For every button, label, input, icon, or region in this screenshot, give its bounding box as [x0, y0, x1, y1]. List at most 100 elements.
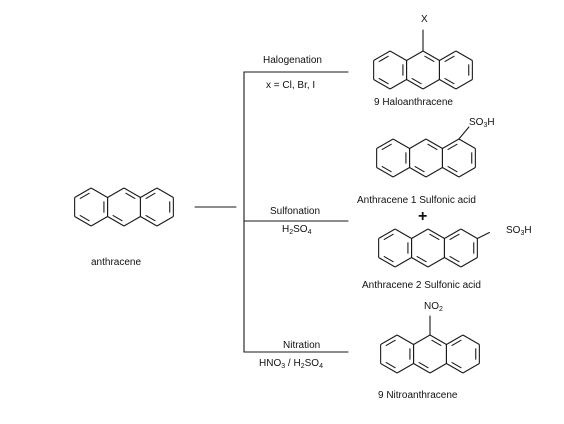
product-2-sulfonic-acid-structure-bond: [444, 257, 462, 268]
product-2-sulfonic-acid-structure-double-bond: [383, 255, 394, 263]
product-1-sulfonic-acid-structure-bond: [392, 138, 410, 149]
product-1-sulfonic-acid-structure-bond: [392, 167, 410, 178]
reaction-type-halogenation: Halogenation: [263, 55, 322, 66]
product-1-sulfonic-acid-structure-bond: [442, 138, 460, 149]
product-9-haloanthracene-structure-bond: [422, 79, 440, 90]
product-2-sulfonic-acid-structure-double-bond: [449, 233, 460, 241]
product-9-haloanthracene-structure-bond: [406, 50, 424, 61]
product-2-sulfonic-acid-structure-double-bond: [449, 255, 460, 263]
product-9-nitroanthracene-structure-bond: [413, 363, 431, 374]
product-9-haloanthracene-structure-double-bond: [424, 55, 435, 63]
product-1-sulfonic-acid-structure-bond: [458, 138, 476, 149]
product-2-sulfonic-acid-structure-bond: [378, 228, 396, 239]
product-9-haloanthracene-structure-bond: [389, 50, 407, 61]
reagent-halogenation: x = Cl, Br, I: [266, 80, 316, 91]
reaction-type-nitration: Nitration: [283, 340, 321, 351]
product-9-nitroanthracene-structure-bond: [380, 363, 398, 374]
product-9-nitroanthracene-structure-double-bond: [385, 361, 396, 369]
product-9-nitroanthracene-structure-bond: [462, 334, 480, 345]
product-9-nitroanthracene-structure-bond: [396, 363, 414, 374]
product-9-haloanthracene-structure-bond: [422, 50, 440, 61]
start-compound-label: anthracene: [91, 257, 142, 268]
product-9-nitroanthracene-structure-bond: [446, 363, 464, 374]
anthracene-structure-double-bond: [79, 214, 90, 222]
product-2-sulfonic-acid-structure-double-bond: [429, 233, 440, 241]
product-9-nitroanthracene-structure-bond: [396, 334, 414, 345]
product-9-haloanthracene-structure-double-bond: [411, 77, 422, 85]
anthracene-structure-double-bond: [125, 192, 136, 200]
product-1-sulfonic-acid-structure-bond: [409, 138, 427, 149]
product-9-haloanthracene-structure-bond: [389, 79, 407, 90]
anthracene-structure-bond: [123, 187, 141, 198]
anthracene-structure-bond: [140, 187, 158, 198]
product-9-nitroanthracene-structure-bond: [380, 334, 398, 345]
product-9-nitroanthracene-label: 9 Nitroanthracene: [378, 390, 458, 401]
product-1-sulfonic-acid-structure-bond: [376, 167, 394, 178]
product-9-nitroanthracene-structure-double-bond: [418, 361, 429, 369]
product-2-sulfonic-acid-structure-double-bond: [383, 233, 394, 241]
product-1-sulfonic-acid-structure-bond: [458, 167, 476, 178]
product-9-nitroanthracene-structure-double-bond: [431, 339, 442, 347]
product-1-sulfonic-acid-label: Anthracene 1 Sulfonic acid: [357, 195, 476, 206]
product-2-sulfonic-acid-structure-bond: [411, 257, 429, 268]
product-9-haloanthracene-structure-double-bond: [444, 77, 455, 85]
product-2-sulfonic-acid-structure-bond: [411, 228, 429, 239]
anthracene-structure-bond: [107, 187, 125, 198]
product-9-nitroanthracene-structure-bond: [413, 334, 431, 345]
anthracene-structure-bond: [123, 216, 141, 227]
reagent-nitration: HNO3 / H2SO4: [259, 358, 323, 370]
anthracene-structure-double-bond: [145, 192, 156, 200]
product-2-sulfonic-acid-structure-double-bond: [416, 255, 427, 263]
product-9-haloanthracene-structure-bond: [455, 79, 473, 90]
anthracene-structure-bond: [74, 216, 92, 227]
product-2-sulfonic-acid-structure-bond: [378, 257, 396, 268]
product-1-sulfonic-acid-structure-bond: [425, 138, 443, 149]
product-9-nitroanthracene-structure-double-bond: [451, 339, 462, 347]
product-9-nitroanthracene-structure-bond: [429, 363, 447, 374]
product-9-haloanthracene-structure-bond: [406, 79, 424, 90]
product-9-haloanthracene-structure-double-bond: [444, 55, 455, 63]
product-2-sulfonic-acid-structure-bond: [427, 228, 445, 239]
product-9-nitroanthracene-structure-bond: [429, 334, 447, 345]
product-2-sulfonic-acid-structure-bond: [427, 257, 445, 268]
product-2-sulfonic-acid-structure: [378, 228, 478, 268]
product-9-haloanthracene-structure-bond: [439, 50, 457, 61]
reagent-sulfonation: H2SO4: [282, 224, 312, 236]
anthracene-structure: [74, 187, 174, 227]
product-2-sulfonic-acid-structure-bond: [394, 228, 412, 239]
product-1-sulfonic-acid-structure-double-bond: [381, 165, 392, 173]
product-9-haloanthracene-structure-double-bond: [378, 55, 389, 63]
product-2-sulfonic-acid-structure-bond: [394, 257, 412, 268]
product-1-sulfonic-acid-structure-double-bond: [447, 165, 458, 173]
substituent-no2-label: NO2: [424, 301, 443, 313]
anthracene-structure-bond: [74, 187, 92, 198]
substituent-so3h-1-label: SO3H: [469, 117, 495, 129]
anthracene-structure-bond: [156, 216, 174, 227]
substituent-so3h-2-bond: [476, 231, 490, 240]
product-9-haloanthracene-structure-double-bond: [378, 77, 389, 85]
reaction-type-sulfonation: Sulfonation: [270, 206, 321, 217]
product-2-sulfonic-acid-structure-bond: [444, 228, 462, 239]
product-9-haloanthracene-structure-bond: [373, 50, 391, 61]
product-1-sulfonic-acid-structure-bond: [425, 167, 443, 178]
product-2-sulfonic-acid-structure-bond: [460, 257, 478, 268]
product-1-sulfonic-acid-structure-bond: [376, 138, 394, 149]
anthracene-structure-double-bond: [79, 192, 90, 200]
product-9-nitroanthracene-structure-double-bond: [451, 361, 462, 369]
substituent-so3h-1-bond: [458, 126, 470, 140]
product-1-sulfonic-acid-structure-double-bond: [414, 165, 425, 173]
anthracene-structure-bond: [140, 216, 158, 227]
product-9-haloanthracene-structure-bond: [439, 79, 457, 90]
anthracene-structure-double-bond: [112, 214, 123, 222]
substituent-so3h-2-label: SO3H: [506, 225, 532, 237]
anthracene-structure-bond: [90, 216, 108, 227]
product-9-haloanthracene-label: 9 Haloanthracene: [374, 97, 453, 108]
product-9-haloanthracene-structure-bond: [373, 79, 391, 90]
anthracene-structure-bond: [156, 187, 174, 198]
product-9-nitroanthracene-structure-bond: [462, 363, 480, 374]
anthracene-structure-bond: [107, 216, 125, 227]
product-9-nitroanthracene-structure-double-bond: [385, 339, 396, 347]
anthracene-structure-bond: [90, 187, 108, 198]
product-1-sulfonic-acid-structure-bond: [409, 167, 427, 178]
